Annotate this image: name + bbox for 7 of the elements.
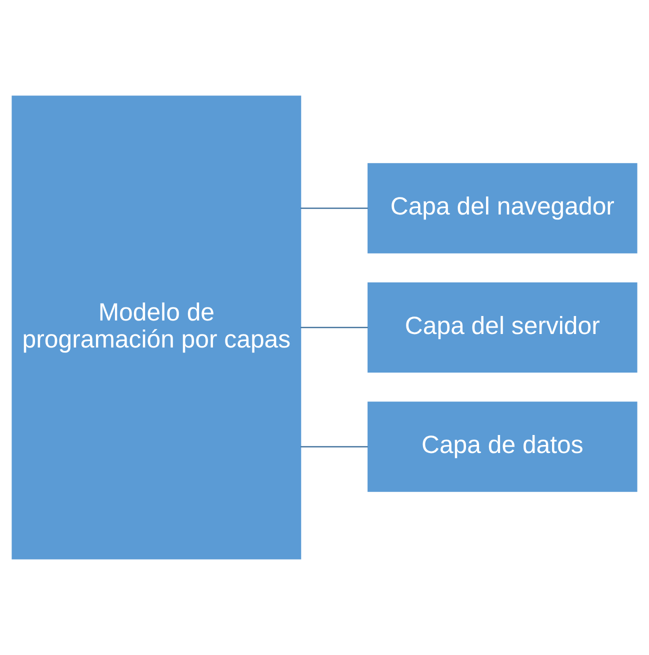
- node-box: Modelo de programación por capas: [12, 96, 302, 560]
- node-box: Capa del navegador: [368, 163, 638, 254]
- connector: [300, 326, 368, 328]
- node-box: Capa de datos: [368, 402, 638, 492]
- connector: [300, 208, 368, 209]
- connector: [300, 446, 368, 448]
- node-box: Capa del servidor: [368, 282, 638, 373]
